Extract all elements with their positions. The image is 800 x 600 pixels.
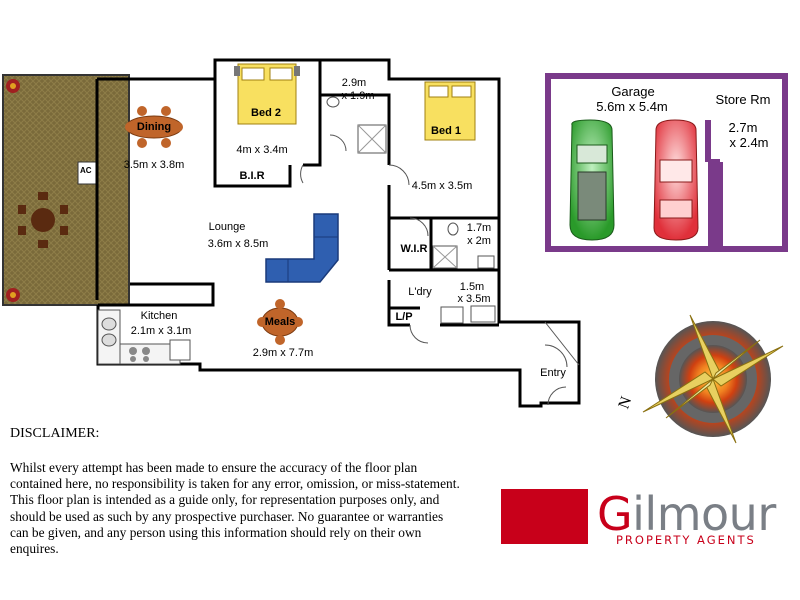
- room-label-lounge: Lounge: [208, 221, 246, 233]
- room-label-meals: Meals: [264, 316, 296, 328]
- garage-dims: 5.6m x 5.4m: [596, 99, 668, 114]
- lounge-sofa: [265, 213, 339, 283]
- store-label: Store Rm: [715, 92, 771, 107]
- ac-label: AC: [80, 166, 92, 175]
- meals-table: [257, 299, 303, 345]
- bathroom-fixtures: [326, 96, 496, 324]
- room-label-entry: Entry: [540, 367, 566, 379]
- room-dims-meals: 2.9m x 7.7m: [252, 347, 314, 359]
- logo-mark: [501, 489, 588, 544]
- logo-wordmark: Gilmour: [597, 491, 776, 537]
- room-dims-kitchen: 2.1m x 3.1m: [130, 325, 192, 337]
- room-dims-ensuite1-line1: 1.7m: [466, 222, 492, 234]
- walls: [95, 58, 581, 408]
- room-label-lp: L/P: [395, 311, 413, 323]
- disclaimer-title: DISCLAIMER:: [10, 426, 100, 441]
- room-dims-ensuite2-line2: x 1.9m: [341, 90, 375, 102]
- room-dims-laundry-line2: x 3.5m: [457, 293, 491, 305]
- compass-icon: [642, 314, 784, 444]
- bed1-furniture: [424, 81, 476, 141]
- room-label-dining: Dining: [136, 121, 172, 133]
- room-dims-ensuite1-line2: x 2m: [467, 235, 491, 247]
- room-label-wir: W.I.R: [400, 243, 428, 255]
- disclaimer-body: Whilst every attempt has been made to en…: [10, 460, 460, 557]
- room-label-bir: B.I.R: [239, 170, 265, 182]
- room-label-kitchen: Kitchen: [140, 310, 178, 322]
- doors: [300, 134, 580, 406]
- dining-table: [125, 106, 183, 148]
- store-dims-line2: x 2.4m: [729, 135, 769, 150]
- room-label-bed1: Bed 1: [431, 125, 461, 137]
- room-label-laundry: L'dry: [408, 286, 432, 298]
- garage: [545, 73, 788, 252]
- room-label-bed2: Bed 2: [251, 107, 281, 119]
- logo-rest: ilmour: [632, 487, 776, 541]
- logo-subtitle: PROPERTY AGENTS: [616, 533, 756, 547]
- store-dims-line1: 2.7m: [728, 120, 758, 135]
- bed2-furniture: [234, 63, 300, 125]
- room-dims-laundry-line1: 1.5m: [459, 281, 485, 293]
- room-dims-dining: 3.5m x 3.8m: [123, 159, 185, 171]
- balcony: [2, 74, 130, 306]
- room-dims-lounge: 3.6m x 8.5m: [207, 238, 269, 250]
- kitchen-counter: [97, 309, 191, 365]
- room-dims-bed2: 4m x 3.4m: [236, 144, 288, 156]
- logo-letter: G: [597, 487, 633, 541]
- room-dims-ensuite2-line1: 2.9m: [341, 77, 367, 89]
- garage-label: Garage: [611, 84, 655, 99]
- room-dims-bed1: 4.5m x 3.5m: [411, 180, 473, 192]
